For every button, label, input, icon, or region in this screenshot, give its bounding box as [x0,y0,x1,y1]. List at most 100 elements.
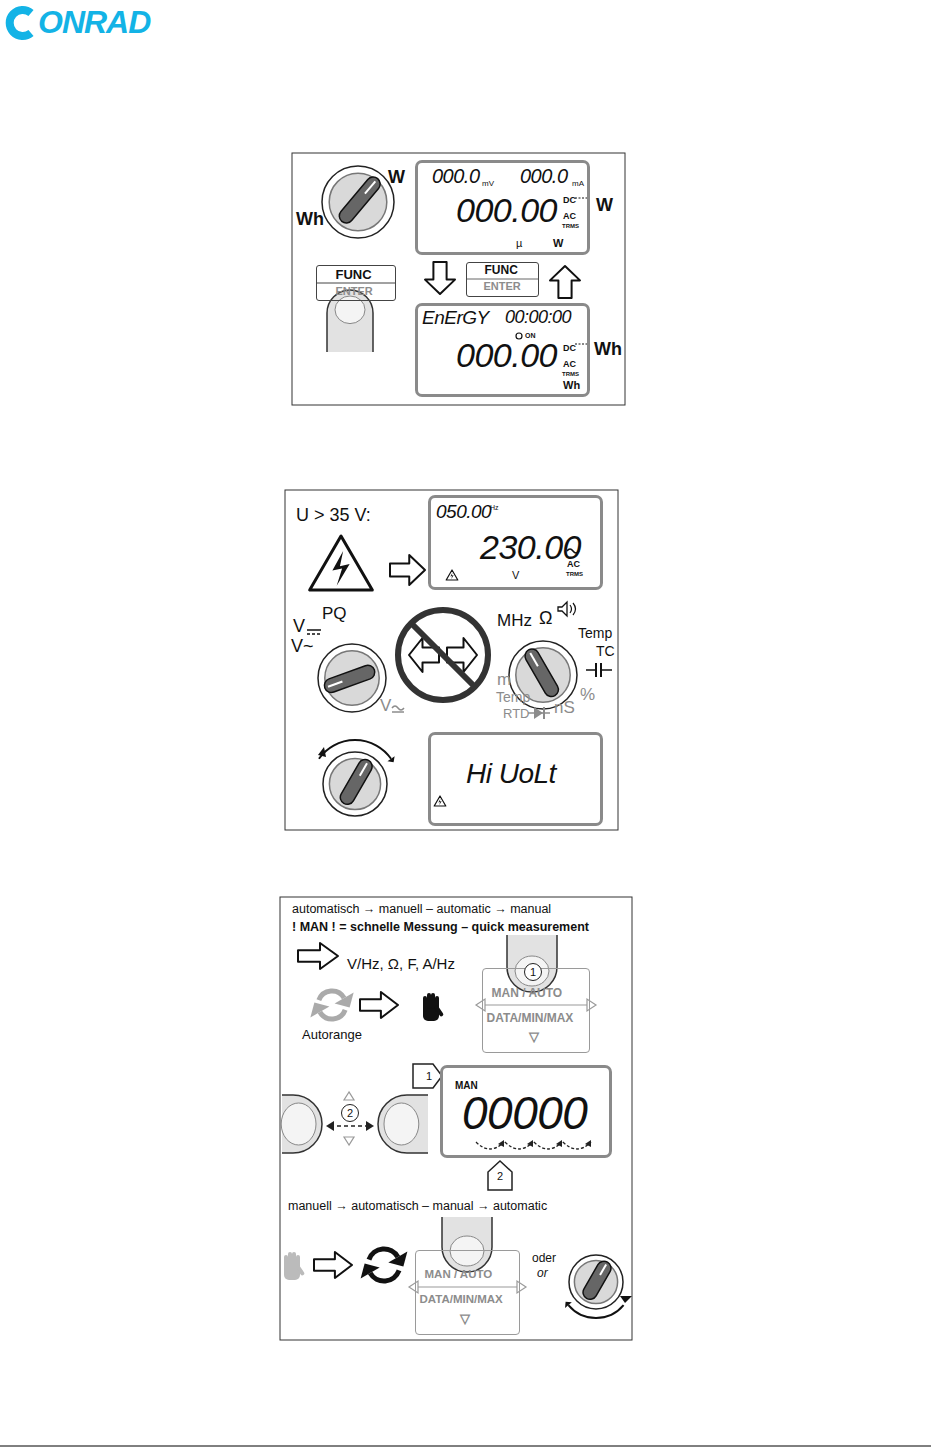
rotation-arrow [320,1010,345,1019]
stroke [392,711,404,713]
display-text: mA [572,180,584,188]
icon-caption: Autorange [302,1028,362,1041]
display-text: AC [563,212,576,221]
display-text: EnErGY [422,308,489,327]
heading-text: manuell → automatisch – manual → automat… [288,1200,547,1213]
display-text: DC [563,196,576,205]
triangle-mark [409,1281,418,1293]
display-text: Wh [563,380,580,391]
display-text: AC [567,560,580,569]
func-button: FUNC ENTER [316,265,396,301]
triangle-mark [344,1092,354,1100]
display-text: DATA/MIN/MAX [487,1012,574,1024]
brand-logo: ONRAD [38,6,150,38]
display-text: MAN / AUTO [425,1269,493,1281]
switch-label: nS [554,699,575,716]
unit-label: W [596,196,613,214]
triangle-mark [498,1140,504,1147]
display-text: W [553,238,563,249]
triangle-mark [318,747,326,757]
switch-label: Ω [539,609,552,627]
man-auto-button: MAN / AUTODATA/MIN/MAX▽ [482,968,590,1053]
switch-label: Temp [496,690,530,704]
arrow-head [565,1302,572,1308]
triangle-mark [527,1140,533,1147]
stroke [316,283,396,284]
arrow-head [310,1002,329,1017]
hollow-arrow [360,992,398,1018]
switch-label: m [497,671,511,688]
switch-label: PQ [322,605,347,622]
display-text: FUNC [485,264,518,276]
lcd-display: EnErGY00:00:00ON000.00DCACTRMSWh [415,303,590,397]
stroke [575,344,587,345]
hollow-arrow [425,262,455,294]
stroke [601,669,612,671]
display-text: 000.00 [456,338,557,372]
panel-frame [280,897,632,1340]
stroke [543,707,545,719]
switch-label: MHz [497,612,532,629]
triangle-mark [620,1296,632,1303]
rotation-arrow [319,991,344,1000]
heading-text: automatisch → manuell – automatic → manu… [292,903,551,916]
callout-arrow [413,1064,442,1088]
acdc-symbol [392,706,404,710]
finger [378,1095,428,1153]
display-text: TRMS [566,571,583,577]
note-text: or [537,1267,548,1279]
warning-triangle [310,536,373,590]
triangle-mark [476,999,485,1011]
display-text: ENTER [484,281,521,292]
callout-number: 2 [341,1104,359,1122]
display-text: 00000 [462,1090,587,1136]
stroke [307,629,321,631]
warning-triangle [434,796,446,806]
stroke [415,1286,520,1287]
display-text: ENTER [336,286,373,297]
switch-label: Temp [578,626,612,640]
display-text: Hz [490,504,499,511]
lcd-display: Hi UoLt [428,732,603,826]
warning-triangle [446,570,458,580]
callout-number: 1 [421,1068,437,1084]
unit-label: Wh [594,340,622,358]
stroke [307,633,321,635]
stroke [466,279,539,280]
triangle-mark [326,1121,334,1131]
display-text: TRMS [562,223,579,229]
stroke [0,1446,931,1447]
rotary-switch [322,166,394,238]
rotation-arrow [369,1249,398,1260]
switch-label: Wh [296,210,324,228]
note-text: oder [532,1252,556,1264]
finger [281,1095,322,1153]
display-text: DATA/MIN/MAX [420,1294,503,1306]
switch-label: % [580,686,595,703]
rotation-arrow [370,1270,399,1281]
display-text: FUNC [336,268,372,281]
switch-label: V~ [291,637,314,655]
rotary-switch [569,1255,623,1309]
stroke [595,663,597,677]
display-text: 000.0 [520,166,568,186]
hollow-arrow [390,555,425,585]
hollow-arrow [298,943,338,969]
speaker-icon [558,602,576,616]
hollow-arrow [550,266,580,298]
triangle-mark [585,1140,591,1147]
lcd-display: 050.00Hz230.00VACTRMS [428,495,603,590]
switch-label: W [388,168,405,186]
switch-label: V [380,697,391,714]
hand-icon [423,993,444,1021]
rotary-switch [323,752,387,816]
brand-logo-c [10,10,31,36]
finger [327,290,373,352]
triangle-mark [517,1281,526,1293]
callout-number: 2 [492,1168,508,1184]
panel-frame [285,490,618,830]
arrow-head [388,1252,407,1267]
panel-frame [292,153,625,405]
stroke [482,1004,590,1005]
